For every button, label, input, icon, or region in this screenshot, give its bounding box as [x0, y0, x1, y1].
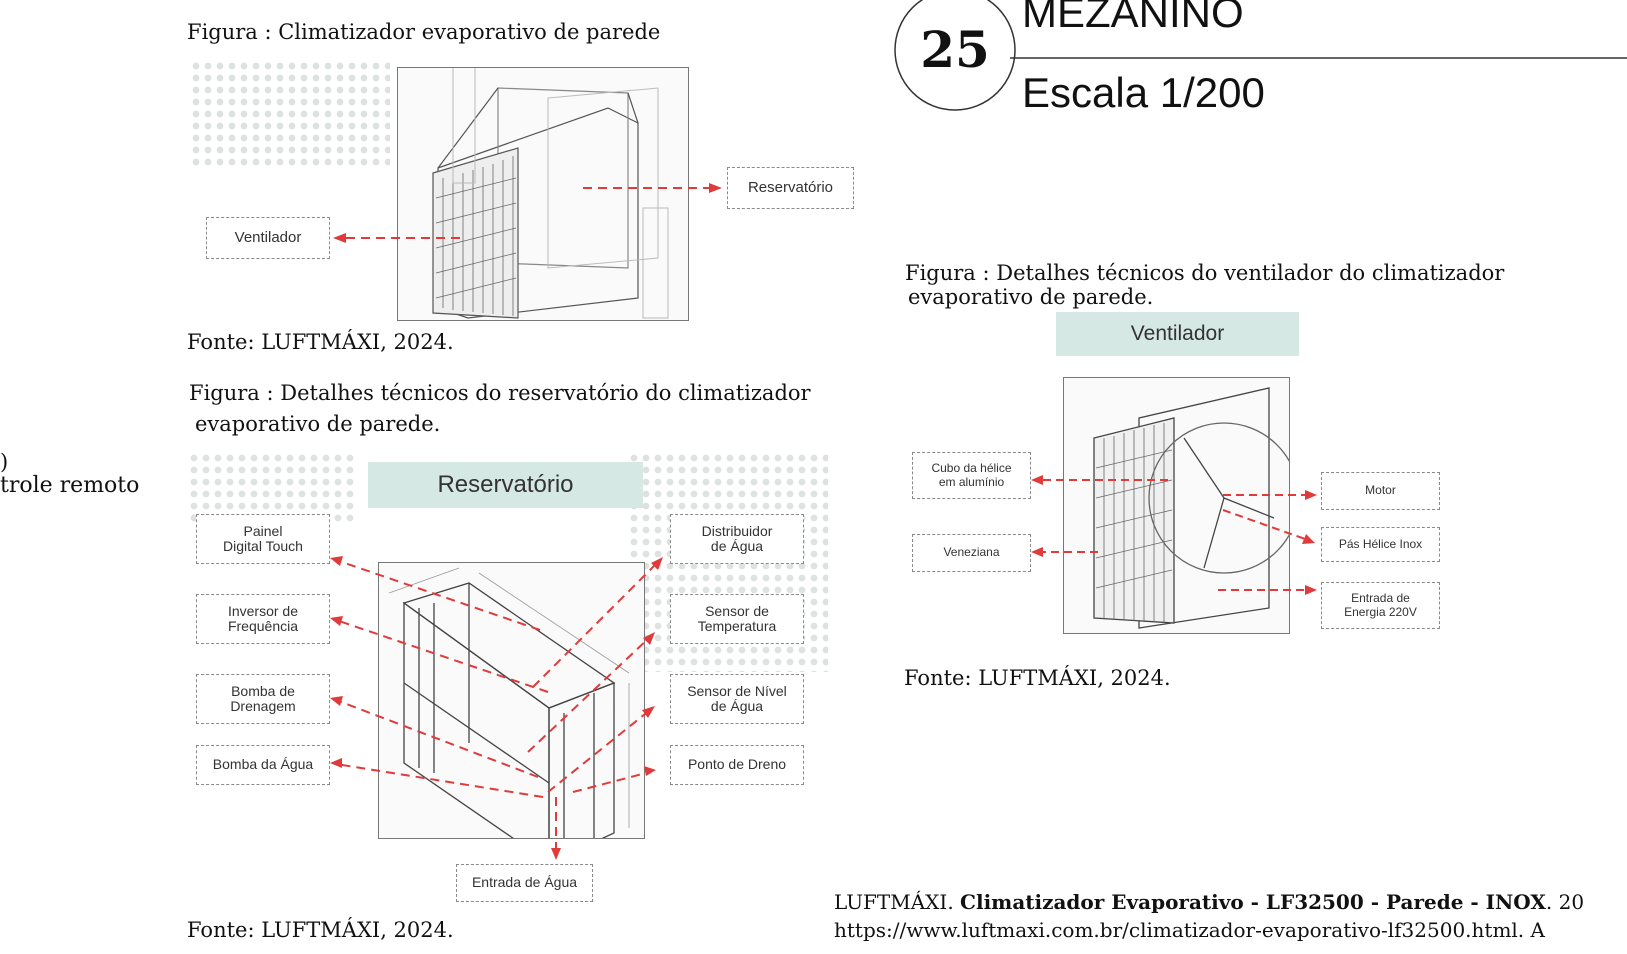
- fig1-source: Fonte: LUFTMÁXI, 2024.: [187, 330, 454, 354]
- reference-line1: LUFTMÁXI. Climatizador Evaporativo - LF3…: [834, 890, 1584, 914]
- fig2-label-bomba-agua: Bomba da Água: [196, 745, 330, 785]
- fig1-caption: Figura : Climatizador evaporativo de par…: [187, 20, 661, 44]
- reference-rest: . 20: [1545, 890, 1585, 914]
- cut-text-paren: ): [0, 450, 9, 474]
- fig2-source: Fonte: LUFTMÁXI, 2024.: [187, 918, 454, 942]
- fig3-label-motor: Motor: [1321, 472, 1440, 510]
- fig2-label-sensor-temp: Sensor de Temperatura: [670, 594, 804, 644]
- reference-author: LUFTMÁXI.: [834, 890, 961, 914]
- fig2-label-inversor: Inversor de Frequência: [196, 594, 330, 644]
- header-number-circle: [894, 0, 1016, 111]
- fig2-arrow-sensor-temp: [527, 636, 651, 753]
- fig2-label-entrada-agua: Entrada de Água: [456, 864, 593, 902]
- fig3-arrows: [1031, 475, 1317, 595]
- fig2-arrow-distribuidor: [532, 561, 659, 688]
- header-graphic: [894, 0, 1627, 111]
- fig2-label-ponto-dreno: Ponto de Dreno: [670, 745, 804, 785]
- fig2-dot-pattern-left: [188, 452, 358, 522]
- fig3-image: Ventilador: [898, 312, 1458, 642]
- reference-url[interactable]: https://www.luftmaxi.com.br/climatizador…: [834, 918, 1545, 942]
- fig3-label-veneziana: Veneziana: [912, 534, 1031, 572]
- fig2-image: Reservatório: [188, 452, 828, 914]
- reference-title: Climatizador Evaporativo - LF32500 - Par…: [960, 890, 1546, 914]
- fig2-arrow-inversor: [335, 619, 549, 693]
- fig2-arrows: [330, 556, 663, 860]
- fig3-label-pas: Pás Hélice Inox: [1321, 527, 1440, 562]
- cut-text-controle-remoto: trole remoto: [0, 473, 140, 498]
- fig3-source: Fonte: LUFTMÁXI, 2024.: [904, 666, 1171, 690]
- fig2-arrow-sensor-nivel: [547, 709, 651, 793]
- fig1-label-ventilador: Ventilador: [206, 217, 330, 259]
- header-title: MEZANINO: [1022, 0, 1244, 36]
- fig2-label-painel: Painel Digital Touch: [196, 514, 330, 564]
- fig2-label-sensor-nivel: Sensor de Nível de Água: [670, 674, 804, 724]
- fig1-climatizador-drawing: [432, 68, 669, 319]
- fig3-title-banner: Ventilador: [1056, 312, 1299, 356]
- fig1-arrows: [333, 183, 722, 243]
- fig1-dot-pattern: [190, 60, 390, 170]
- header-number: 25: [920, 20, 990, 79]
- fig3-arrow-pas: [1222, 509, 1309, 541]
- header-scale: Escala 1/200: [1022, 69, 1265, 116]
- fig2-label-bomba-drenagem: Bomba de Drenagem: [196, 674, 330, 724]
- fig3-product-photo: [1063, 377, 1290, 634]
- fig1-label-reservatorio: Reservatório: [727, 167, 854, 209]
- fig2-reservatorio-drawing: [388, 567, 630, 838]
- fig2-arrow-ponto-dreno: [572, 771, 651, 793]
- fig3-caption-line2: evaporativo de parede.: [908, 285, 1154, 309]
- fig2-arrow-painel: [335, 559, 541, 631]
- fig2-arrow-bomba-agua: [335, 763, 544, 798]
- fig2-caption-line1: Figura : Detalhes técnicos do reservatór…: [189, 381, 811, 405]
- fig2-title-banner: Reservatório: [368, 462, 643, 508]
- fig3-label-cubo: Cubo da hélice em alumínio: [912, 452, 1031, 499]
- fig1-product-photo: [397, 67, 689, 321]
- fig2-arrow-bomba-drenagem: [335, 699, 539, 778]
- fig1-image: Ventilador Reservatório: [190, 55, 885, 321]
- fig2-caption-line2: evaporativo de parede.: [195, 412, 441, 436]
- fig3-caption-line1: Figura : Detalhes técnicos do ventilador…: [905, 261, 1505, 285]
- fig3-label-energia: Entrada de Energia 220V: [1321, 582, 1440, 629]
- fig2-label-distribuidor: Distribuidor de Água: [670, 514, 804, 564]
- fig3-ventilador-drawing: [1093, 387, 1289, 629]
